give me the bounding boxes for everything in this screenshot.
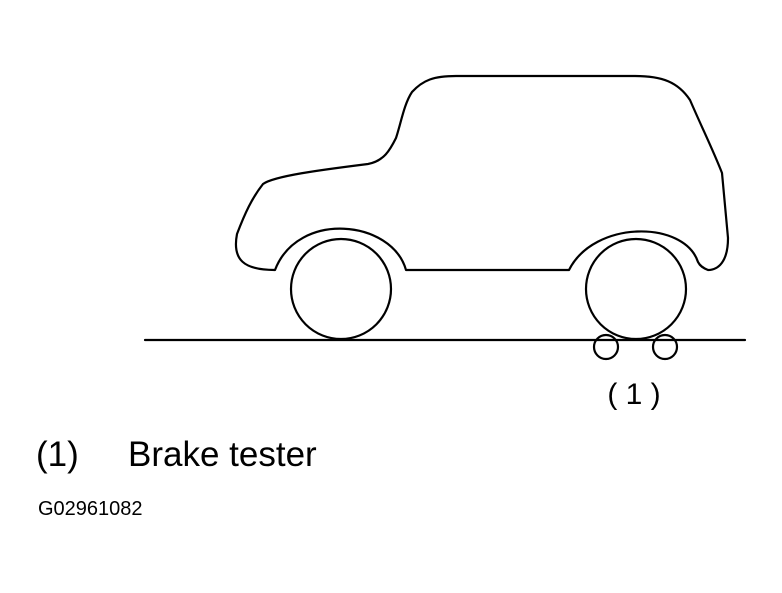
legend-text: Brake tester [128, 435, 317, 474]
rear-wheel [584, 237, 688, 341]
brake-tester-roller-left [592, 333, 620, 361]
brake-tester-roller-right [651, 333, 679, 361]
callout-label: ( 1 ) [607, 378, 660, 411]
figure-code: G02961082 [38, 498, 143, 520]
vehicle-body-outline [234, 74, 730, 272]
front-wheel [289, 237, 393, 341]
legend-number: (1) [36, 435, 79, 474]
